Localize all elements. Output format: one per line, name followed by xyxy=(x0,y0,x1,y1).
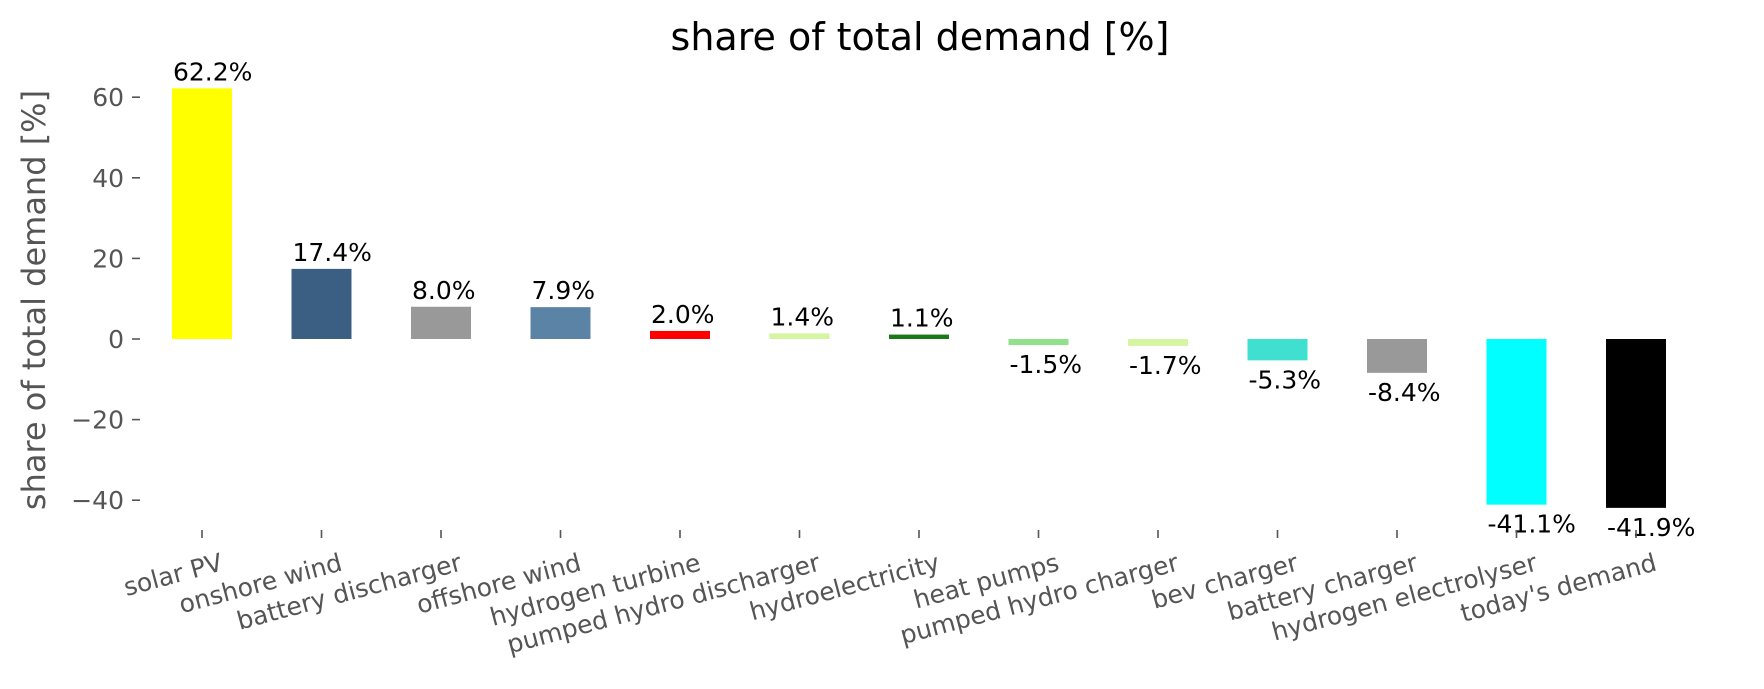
bar xyxy=(650,330,710,339)
data-label: -1.5% xyxy=(1010,350,1083,379)
y-tick-label: 0 xyxy=(108,325,124,354)
bar xyxy=(411,306,471,339)
bar xyxy=(1486,339,1547,505)
bar xyxy=(1008,339,1069,346)
data-label: 1.4% xyxy=(771,302,835,331)
bars: 62.2% 17.4% 8.0% 7.9% 2.0% 1.4% 1.1% -1.5% -1.7%… xyxy=(172,57,1695,542)
y-axis-label: share of total demand [%] xyxy=(15,90,53,510)
data-label: -41.1% xyxy=(1488,510,1576,539)
data-label: -1.7% xyxy=(1129,351,1202,380)
y-tick-label: 20 xyxy=(92,244,124,273)
chart-title: share of total demand [%] xyxy=(671,15,1170,59)
bar xyxy=(769,333,830,339)
bar xyxy=(1247,339,1308,361)
data-label: 2.0% xyxy=(651,300,715,329)
y-tick-label: 60 xyxy=(92,83,124,112)
data-label: -41.9% xyxy=(1607,513,1695,542)
bar xyxy=(530,307,591,339)
data-label: 17.4% xyxy=(293,238,372,267)
y-tick-label: −20 xyxy=(71,406,124,435)
data-label: 8.0% xyxy=(412,276,476,305)
data-label: 1.1% xyxy=(890,304,954,333)
data-label: -5.3% xyxy=(1249,365,1322,394)
y-tick-label: −40 xyxy=(71,486,124,515)
bar xyxy=(1128,339,1188,346)
data-label: 62.2% xyxy=(173,57,252,86)
data-label: -8.4% xyxy=(1368,378,1441,407)
bar xyxy=(1606,339,1666,508)
y-axis: −40 −20 0 20 40 60 xyxy=(71,83,140,515)
bar xyxy=(291,268,352,339)
bar xyxy=(172,88,232,339)
y-tick-label: 40 xyxy=(92,164,124,193)
data-label: 7.9% xyxy=(532,276,596,305)
bar xyxy=(889,334,949,339)
bar xyxy=(1367,339,1427,373)
